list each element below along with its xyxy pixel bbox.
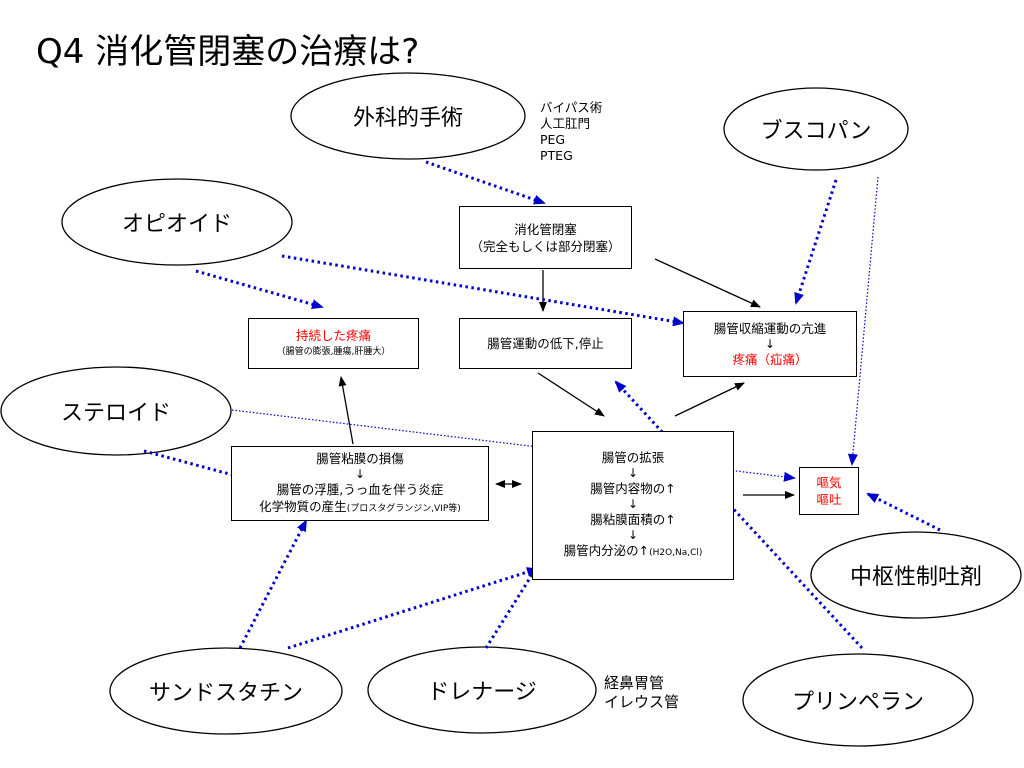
sandostatin-label: サンドスタチン xyxy=(148,681,304,706)
ellipse-primperan xyxy=(742,653,974,747)
mucosa-arrow: ↓ xyxy=(354,466,366,481)
obstruction-line1: 消化管閉塞 xyxy=(514,221,577,237)
ellipse-buscopan xyxy=(723,87,909,171)
note-pteg: PTEG xyxy=(540,148,573,163)
mucosa-line3: 化学物質の産生 xyxy=(259,498,347,514)
ellipse-opioid xyxy=(61,178,293,266)
contraction-line2: 疼痛（疝痛） xyxy=(732,352,808,367)
note-peg: PEG xyxy=(540,132,566,147)
distension-line4-small: (H2O,Na,Cl) xyxy=(649,548,703,558)
thin-buscopan-vomit xyxy=(847,176,879,466)
distension-arrow1: ↓ xyxy=(627,466,639,480)
box-motility: 腸管運動の低下,停止 xyxy=(459,318,632,369)
distension-line4: 腸管内分泌の↑ xyxy=(563,543,650,558)
note-ileus-tube: イレウス管 xyxy=(604,693,680,711)
box-contraction: 腸管収縮運動の亢進 ↓ 疼痛（疝痛） xyxy=(683,311,857,377)
buscopan-label: ブスコパン xyxy=(760,119,872,144)
distension-line4-wrap: 腸管内分泌の↑(H2O,Na,Cl) xyxy=(564,542,703,562)
dotted-steroid-mucosa xyxy=(143,449,276,489)
box-obstruction: 消化管閉塞 （完全もしくは部分閉塞） xyxy=(459,206,632,269)
ellipse-surgery xyxy=(290,72,526,160)
contraction-line1: 腸管収縮運動の亢進 xyxy=(713,321,827,336)
opioid-label: オピオイド xyxy=(121,212,233,237)
distension-line3: 腸粘膜面積の↑ xyxy=(590,512,676,527)
distension-arrow3: ↓ xyxy=(627,528,639,542)
page-title: Q4 消化管閉塞の治療は? xyxy=(36,32,420,72)
drainage-notes: 経鼻胃管 イレウス管 xyxy=(604,674,679,712)
antiemetic-label: 中枢性制吐剤 xyxy=(849,565,983,590)
dotted-antiemetic-vomit xyxy=(866,492,941,532)
dotted-sandostatin-distension xyxy=(287,567,539,650)
surgery-label: 外科的手術 xyxy=(352,106,464,131)
contraction-arrow: ↓ xyxy=(764,337,776,351)
surgery-notes: バイパス術 人工肛門 PEG PTEG xyxy=(540,100,602,164)
primperan-label: プリンペラン xyxy=(791,690,925,715)
box-persistent-pain: 持続した疼痛 （腸管の膨張,腫瘍,肝腫大） xyxy=(248,318,419,369)
distension-arrow2: ↓ xyxy=(627,497,639,511)
dotted-opioid-contraction xyxy=(281,254,685,327)
note-bypass: バイパス術 xyxy=(540,100,603,115)
note-ng-tube: 経鼻胃管 xyxy=(604,674,665,692)
vomit-line2: 嘔吐 xyxy=(816,492,842,507)
arrow-distension-contraction xyxy=(674,382,745,417)
motility-line1: 腸管運動の低下,停止 xyxy=(487,336,604,351)
steroid-label: ステロイド xyxy=(60,401,172,426)
box-vomit: 嘔気 嘔吐 xyxy=(799,467,859,515)
dotted-opioid-pain xyxy=(195,269,324,310)
ellipse-antiemetic xyxy=(810,531,1022,619)
mucosa-line3-wrap: 化学物質の産生(プロスタグランジン,VIP等) xyxy=(259,498,461,518)
dotted-sandostatin-mucosa xyxy=(238,519,308,649)
arrow-motility-distension xyxy=(537,372,605,417)
distension-line2: 腸管内容物の↑ xyxy=(590,481,676,496)
persistent-pain-line1: 持続した疼痛 xyxy=(295,327,371,343)
persistent-pain-line2: （腸管の膨張,腫瘍,肝腫大） xyxy=(276,346,391,357)
arrow-mucosa-pain xyxy=(338,376,354,445)
mucosa-line3-small: (プロスタグランジン,VIP等) xyxy=(346,503,461,514)
ellipse-drainage xyxy=(367,646,597,734)
box-mucosa: 腸管粘膜の損傷 ↓ 腸管の浮腫,うっ血を伴う炎症 化学物質の産生(プロスタグラン… xyxy=(231,446,489,521)
distension-line1: 腸管の拡張 xyxy=(601,450,665,465)
obstruction-line2: （完全もしくは部分閉塞） xyxy=(470,238,621,254)
ellipse-steroid xyxy=(0,366,232,456)
ellipse-sandostatin xyxy=(109,647,343,735)
note-stoma: 人工肛門 xyxy=(540,116,591,131)
drainage-label: ドレナージ xyxy=(427,680,537,705)
dotted-buscopan-contraction xyxy=(794,179,838,305)
dotted-surgery-obstruction xyxy=(425,160,546,205)
arrow-obstruction-contraction xyxy=(654,258,761,308)
box-distension: 腸管の拡張 ↓ 腸管内容物の↑ ↓ 腸粘膜面積の↑ ↓ 腸管内分泌の↑(H2O,… xyxy=(532,431,734,580)
mucosa-line2: 腸管の浮腫,うっ血を伴う炎症 xyxy=(276,481,444,497)
vomit-line1: 嘔気 xyxy=(816,475,842,490)
dotted-primperan-motility xyxy=(614,380,864,650)
mucosa-line1: 腸管粘膜の損傷 xyxy=(316,450,404,466)
